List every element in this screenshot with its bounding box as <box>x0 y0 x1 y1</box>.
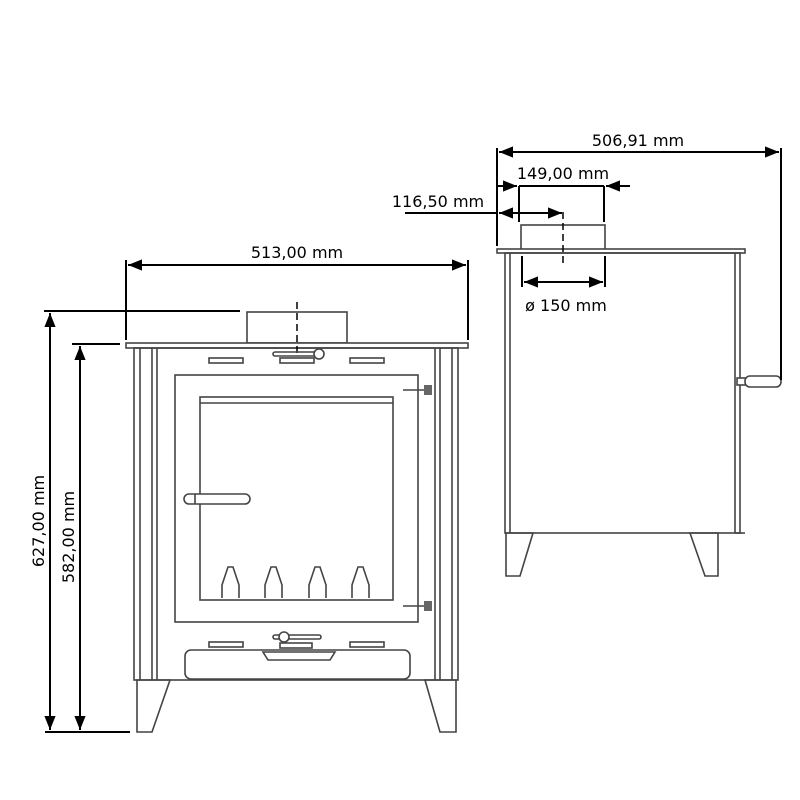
side-view <box>496 212 782 577</box>
top-air-control <box>272 348 325 360</box>
flue-offset-label: 149,00 mm <box>517 164 609 183</box>
door-frame <box>174 374 419 623</box>
total-height-label: 627,00 mm <box>29 475 48 567</box>
side-handle-icon <box>736 375 782 388</box>
ash-pan-handle <box>261 651 337 661</box>
side-leg-front <box>505 532 535 577</box>
body-height-label: 582,00 mm <box>59 491 78 583</box>
side-pillars <box>139 348 453 680</box>
flue-center-label: 116,50 mm <box>392 192 484 211</box>
front-dimensions: 513,00 mm 627,00 mm 582,00 mm <box>29 243 469 733</box>
door-hinges <box>403 385 432 611</box>
bottom-air-vents <box>208 641 385 649</box>
door-handle-icon <box>183 493 251 505</box>
top-air-vents <box>208 357 385 364</box>
side-leg-back <box>688 532 719 577</box>
flue-diameter-label: ø 150 mm <box>525 296 607 315</box>
firebricks <box>221 566 370 598</box>
side-dimensions: 506,91 mm 149,00 mm 116,50 mm ø 150 mm <box>392 131 782 380</box>
side-body <box>504 252 741 534</box>
width-label: 513,00 mm <box>251 243 343 262</box>
ash-pan <box>184 649 411 680</box>
front-leg-left <box>136 679 172 733</box>
stove-body <box>133 347 459 681</box>
depth-label: 506,91 mm <box>592 131 684 150</box>
front-view <box>125 302 469 733</box>
bottom-air-control <box>272 631 322 643</box>
front-leg-right <box>423 679 457 733</box>
